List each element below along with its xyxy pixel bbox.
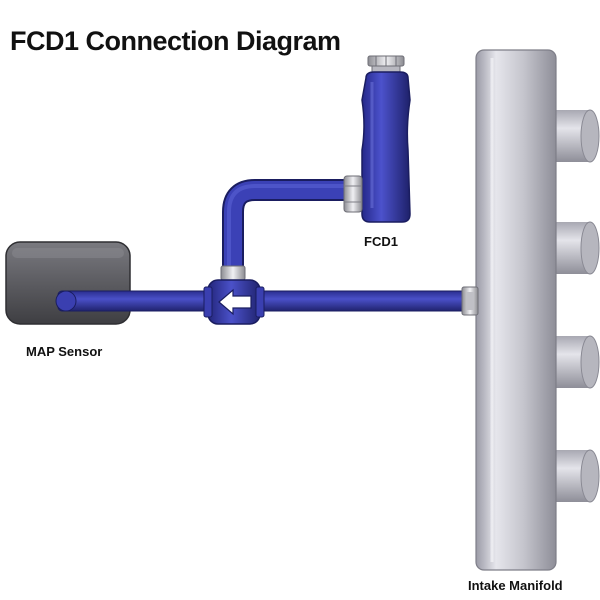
manifold-runners (550, 109, 600, 503)
arrow-left-icon (218, 288, 252, 316)
manifold-runner (550, 335, 600, 389)
map-sensor-label: MAP Sensor (26, 344, 103, 359)
map-sensor (5, 241, 131, 325)
manifold-runner (550, 221, 600, 275)
manifold-runner (550, 449, 600, 503)
intake-manifold (475, 49, 557, 571)
fcd1-branch-hose (222, 179, 350, 272)
fcd1-label: FCD1 (364, 234, 398, 249)
fcd1-device (343, 55, 411, 223)
diagram-title: FCD1 Connection Diagram (10, 26, 341, 56)
manifold-runner (550, 109, 600, 163)
tee-check-valve (203, 265, 265, 325)
manifold-fitting (461, 286, 479, 316)
intake-manifold-label: Intake Manifold (468, 578, 563, 593)
